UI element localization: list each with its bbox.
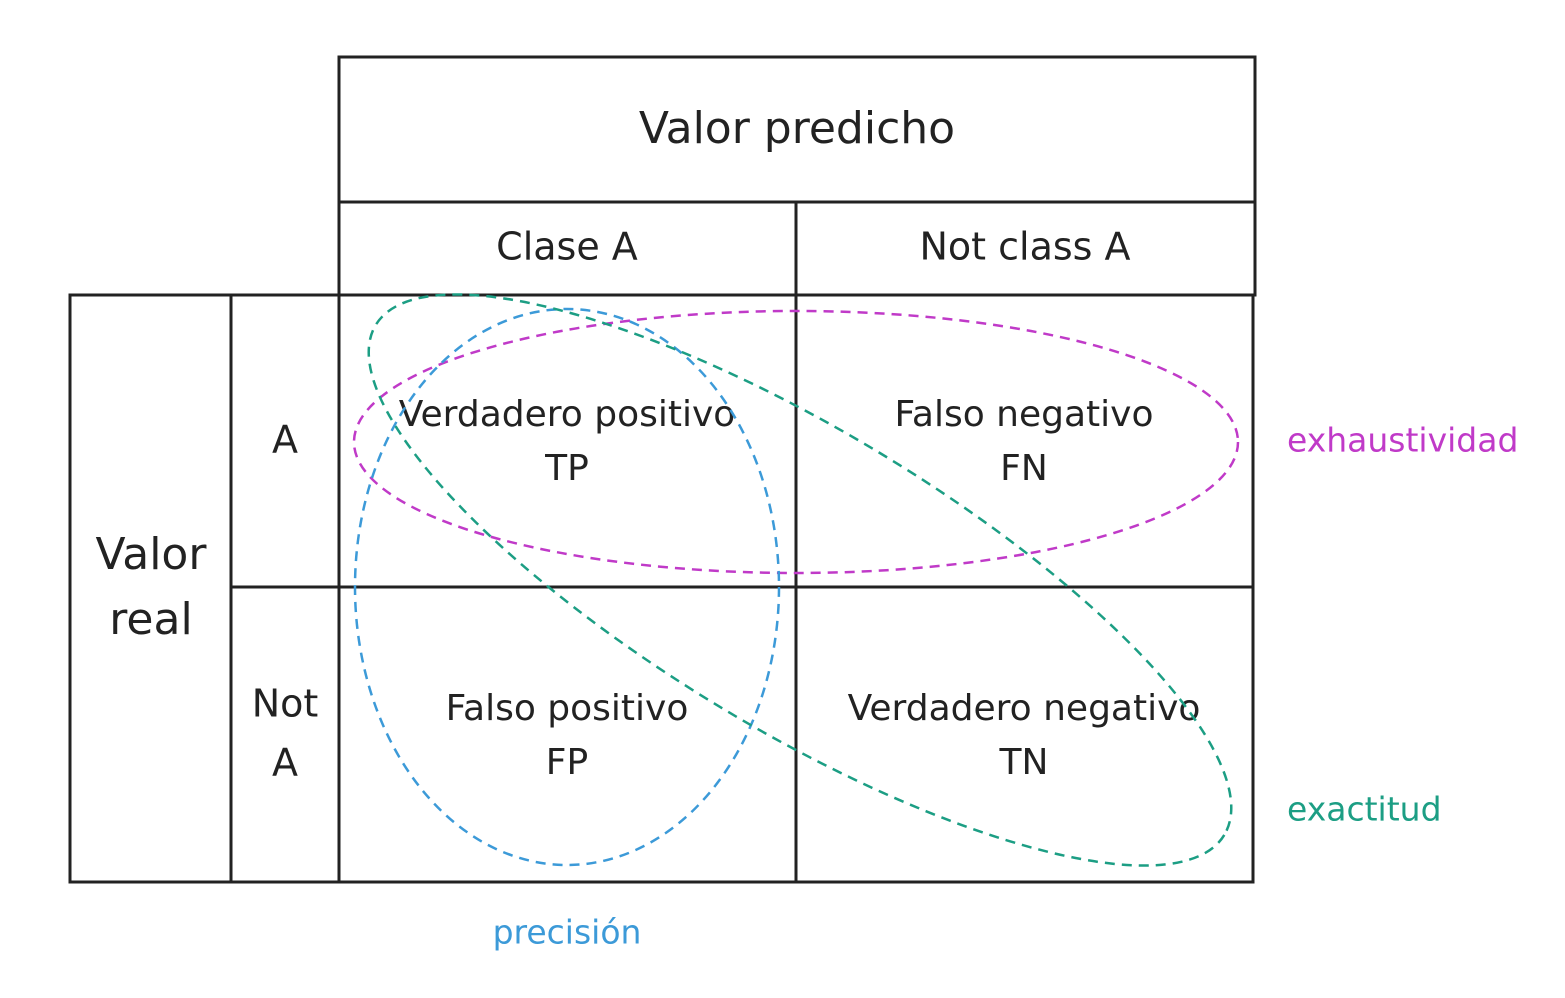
cell-fn-abbr: FN [1000, 448, 1048, 489]
predicted-value-title: Valor predicho [639, 103, 955, 154]
accuracy-ellipse [367, 293, 1233, 867]
cell-fp-label: Falso positivo [446, 688, 689, 729]
recall-ellipse [352, 309, 1240, 575]
actual-value-box [68, 293, 233, 884]
precision-ellipse [353, 307, 781, 867]
cell-tn-label: Verdadero negativo [848, 688, 1201, 729]
actual-value-label-line2: real [109, 594, 192, 645]
accuracy-label: exactitud [1287, 790, 1442, 829]
row-label-not-a-line2: A [272, 741, 298, 785]
cell-tp-abbr: TP [544, 448, 589, 489]
row-label-a: A [272, 418, 298, 462]
cell-fn-label: Falso negativo [894, 394, 1153, 435]
row-label-not-a-line1: Not [252, 682, 319, 726]
actual-value-label-line1: Valor [96, 529, 208, 580]
cell-tp-label: Verdadero positivo [399, 394, 736, 435]
recall-label: exhaustividad [1287, 421, 1518, 460]
cell-tn-abbr: TN [999, 742, 1049, 783]
cell-fp-abbr: FP [546, 742, 588, 783]
column-label-class-a: Clase A [496, 225, 638, 269]
column-label-not-class-a: Not class A [919, 225, 1130, 269]
precision-label: precisión [493, 913, 642, 952]
